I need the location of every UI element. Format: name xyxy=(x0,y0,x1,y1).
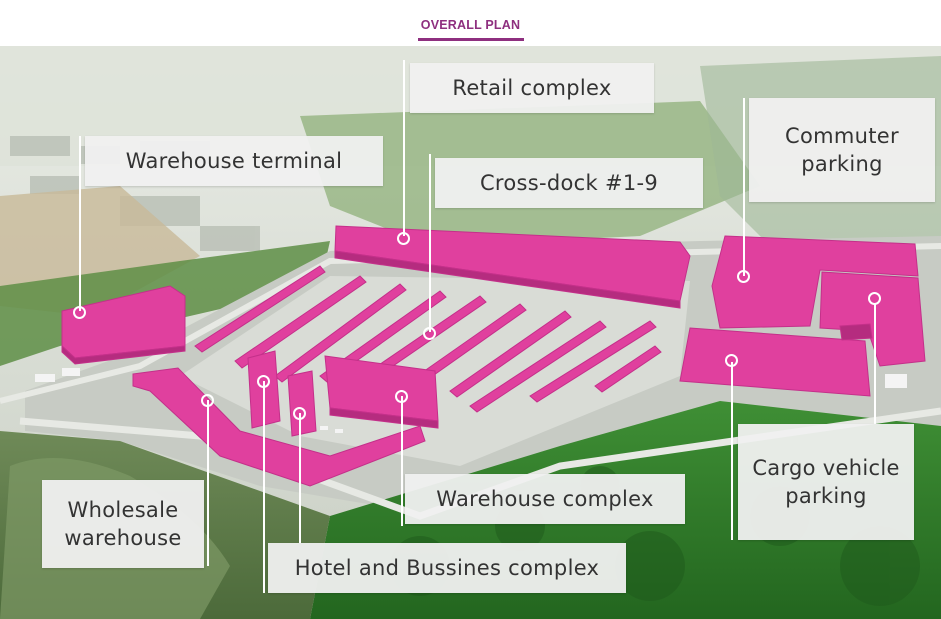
title-underline xyxy=(418,38,524,41)
label-retail-text: Retail complex xyxy=(452,76,612,100)
leader-commuter xyxy=(743,98,745,276)
marker-cargo xyxy=(725,354,738,367)
label-warehouse-complex-text: Warehouse complex xyxy=(436,487,654,511)
label-warehouse-complex: Warehouse complex xyxy=(405,474,685,524)
label-commuter-parking: Commuter parking xyxy=(749,98,935,202)
label-cargo-vehicle-parking: Cargo vehicle parking xyxy=(738,424,914,540)
leader-hotel-2 xyxy=(299,413,301,543)
label-commuter-line1: Commuter xyxy=(785,124,899,148)
label-warehouse-terminal-text: Warehouse terminal xyxy=(125,149,343,173)
label-wholesale-warehouse: Wholesale warehouse xyxy=(42,480,204,568)
label-hotel-business-complex: Hotel and Bussines complex xyxy=(268,543,626,593)
marker-commuter-right xyxy=(868,292,881,305)
marker-wholesale xyxy=(201,394,214,407)
label-wholesale-line2: warehouse xyxy=(64,526,182,550)
label-retail-complex: Retail complex xyxy=(410,63,654,113)
leader-warehouse-terminal xyxy=(79,136,81,311)
marker-hotel-1 xyxy=(257,375,270,388)
marker-commuter xyxy=(737,270,750,283)
marker-retail xyxy=(397,232,410,245)
leader-wholesale xyxy=(207,400,209,566)
label-wholesale-line1: Wholesale xyxy=(67,498,179,522)
marker-crossdock xyxy=(423,327,436,340)
leader-hotel-1 xyxy=(263,381,265,593)
leader-cargo xyxy=(731,362,733,540)
label-commuter-line2: parking xyxy=(801,152,883,176)
label-hotel-text: Hotel and Bussines complex xyxy=(294,556,600,580)
page-title: OVERALL PLAN xyxy=(420,18,521,32)
label-warehouse-terminal: Warehouse terminal xyxy=(85,136,383,186)
leader-crossdock xyxy=(429,154,431,332)
marker-hotel-2 xyxy=(293,407,306,420)
leader-cargo-right xyxy=(874,304,876,424)
label-crossdock-text: Cross-dock #1-9 xyxy=(479,171,659,195)
leader-retail xyxy=(403,60,405,236)
marker-warehouse-terminal xyxy=(73,306,86,319)
label-cargo-line2: parking xyxy=(785,484,867,508)
aerial-plan-scene: Retail complex Warehouse terminal Cross-… xyxy=(0,46,941,619)
label-crossdock: Cross-dock #1-9 xyxy=(435,158,703,208)
label-cargo-line1: Cargo vehicle xyxy=(752,456,900,480)
marker-warehouse-complex xyxy=(395,390,408,403)
leader-warehouse-complex xyxy=(401,396,403,526)
